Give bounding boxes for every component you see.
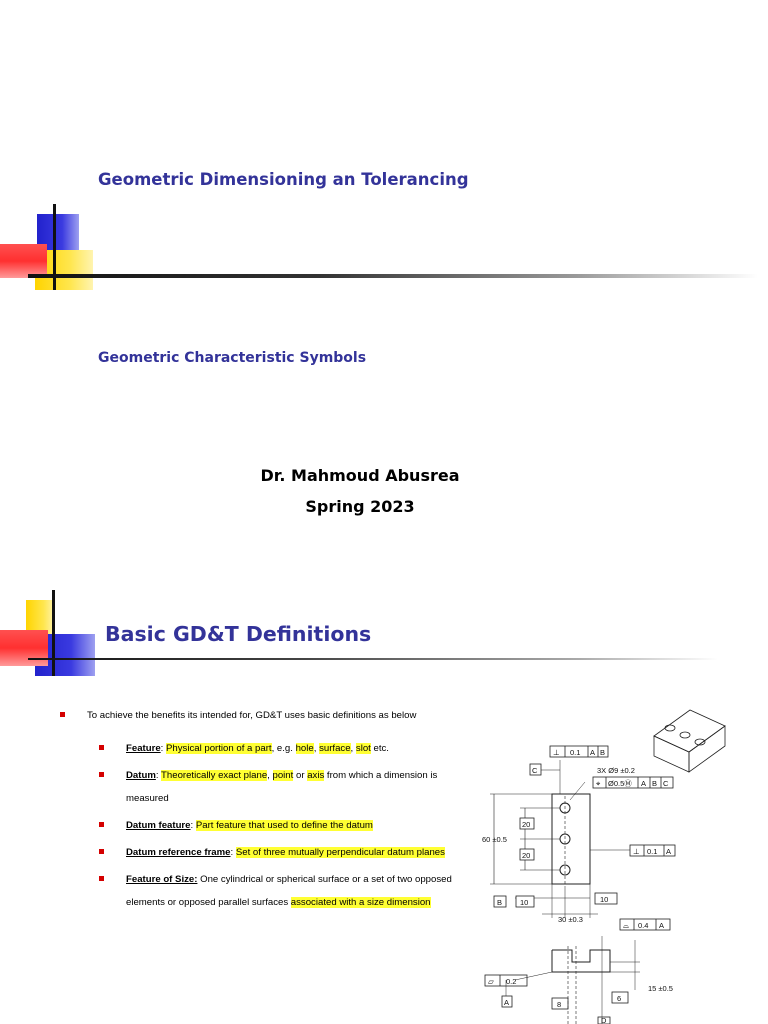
definition-feature-of-size: Feature of Size: One cylindrical or sphe… bbox=[60, 868, 470, 914]
dimension-label: 60 ±0.5 bbox=[482, 835, 507, 844]
intro-text: To achieve the benefits its intended for… bbox=[87, 710, 417, 721]
dimension-label: 20 bbox=[522, 851, 530, 860]
plain-text: One cylindrical or spherical surface or … bbox=[126, 874, 452, 908]
dimension-label: 10 bbox=[520, 898, 528, 907]
datum-label: C bbox=[532, 766, 538, 775]
frame-value: 0.1 bbox=[647, 847, 657, 856]
bullet-marker bbox=[99, 849, 104, 854]
highlight-text: slot bbox=[355, 743, 371, 754]
frame-value: 0.1 bbox=[570, 748, 580, 757]
horizontal-rule bbox=[28, 274, 758, 278]
frame-value: Ø0.5Ⓜ bbox=[608, 779, 632, 788]
highlight-text: hole bbox=[295, 743, 314, 754]
highlight-text: associated with a size dimension bbox=[290, 897, 431, 908]
dimension-label: 15 ±0.5 bbox=[648, 984, 673, 993]
frame-symbol: ⊥ bbox=[633, 847, 640, 856]
frame-value: 0.2 bbox=[506, 977, 516, 986]
term-label: Datum feature bbox=[126, 820, 191, 831]
plain-text: from which a dimension is measured bbox=[126, 770, 438, 804]
bullet-marker bbox=[99, 745, 104, 750]
red-square-deco bbox=[0, 630, 48, 666]
holes-callout: 3X Ø9 ±0.2 bbox=[597, 766, 635, 775]
vertical-rule bbox=[52, 590, 55, 676]
separator: : bbox=[230, 847, 236, 858]
highlight-text: surface bbox=[319, 743, 351, 754]
vertical-rule bbox=[53, 204, 56, 290]
bullet-marker bbox=[99, 772, 104, 777]
separator: : bbox=[155, 770, 162, 781]
definition-datum: Datum: Theoretically exact plane, point … bbox=[60, 764, 470, 810]
horizontal-rule bbox=[28, 658, 718, 660]
separator: : bbox=[160, 743, 166, 754]
definition-list: To achieve the benefits its intended for… bbox=[60, 710, 470, 918]
presentation-title: Geometric Dimensioning an Tolerancing bbox=[98, 170, 469, 189]
gdt-drawing: ⊥ 0.1 A B C 3X Ø9 ±0.2 ⌖ Ø0.5Ⓜ A B C 20 … bbox=[482, 709, 726, 1024]
frame-datum: A bbox=[659, 921, 664, 930]
plain-text: or bbox=[293, 770, 308, 781]
highlight-text: axis bbox=[307, 770, 325, 781]
bullet-marker bbox=[99, 876, 104, 881]
highlight-text: point bbox=[272, 770, 294, 781]
bullet-marker bbox=[60, 712, 65, 717]
author-name: Dr. Mahmoud Abusrea bbox=[260, 466, 460, 485]
frame-symbol: ▱ bbox=[488, 977, 495, 986]
dimension-label: 8 bbox=[557, 1000, 561, 1009]
frame-datum: A bbox=[641, 779, 646, 788]
definition-datum-feature: Datum feature: Part feature that used to… bbox=[60, 814, 470, 837]
plate-view bbox=[490, 760, 630, 918]
list-item: To achieve the benefits its intended for… bbox=[60, 710, 470, 721]
definition-datum-reference-frame: Datum reference frame: Set of three mutu… bbox=[60, 841, 470, 864]
frame-datum: A bbox=[666, 847, 671, 856]
frame-datum: C bbox=[663, 779, 669, 788]
highlight-text: Physical portion of a part bbox=[166, 743, 272, 754]
term-label: Feature bbox=[126, 743, 161, 754]
separator: : bbox=[190, 820, 196, 831]
slide-title: Basic GD&T Definitions bbox=[105, 622, 372, 646]
plain-text: , bbox=[313, 743, 320, 754]
side-view bbox=[505, 936, 640, 1024]
bullet-marker bbox=[99, 822, 104, 827]
term-label: Feature of Size: bbox=[126, 874, 198, 885]
dimension-label: 30 ±0.3 bbox=[558, 915, 583, 924]
frame-symbol: ⊥ bbox=[553, 748, 560, 757]
definition-feature: Feature: Physical portion of a part, e.g… bbox=[60, 737, 470, 760]
isometric-part bbox=[653, 709, 726, 773]
plain-text: , e.g. bbox=[271, 743, 296, 754]
highlight-text: Part feature that used to define the dat… bbox=[195, 820, 373, 831]
red-square-deco bbox=[0, 244, 47, 278]
dimension-label: 6 bbox=[617, 994, 621, 1003]
datum-label: D bbox=[601, 1016, 607, 1024]
plain-text: , bbox=[267, 770, 273, 781]
dimension-label: 20 bbox=[522, 820, 530, 829]
frame-symbol: ⌓ bbox=[623, 921, 630, 930]
term-label: Spring 2023 bbox=[305, 497, 415, 516]
title-slide: Geometric Dimensioning an Tolerancing Ge… bbox=[0, 170, 758, 516]
frame-datum: A bbox=[590, 748, 595, 757]
frame-value: 0.4 bbox=[638, 921, 648, 930]
highlight-text: Theoretically exact plane bbox=[161, 770, 268, 781]
definitions-slide: Basic GD&T Definitions To achieve the be… bbox=[0, 560, 768, 1024]
dimension-label: 10 bbox=[600, 895, 608, 904]
presentation-subtitle: Geometric Characteristic Symbols bbox=[98, 350, 367, 366]
datum-label: B bbox=[497, 898, 502, 907]
term-label: Datum reference frame bbox=[126, 847, 231, 858]
term-label: Datum bbox=[126, 770, 156, 781]
plain-text: etc. bbox=[370, 743, 389, 754]
frame-symbol: ⌖ bbox=[596, 779, 601, 788]
plain-text: , bbox=[350, 743, 356, 754]
frame-datum: B bbox=[652, 779, 657, 788]
highlight-text: Set of three mutually perpendicular datu… bbox=[235, 847, 445, 858]
frame-datum: B bbox=[600, 748, 605, 757]
datum-label: A bbox=[504, 998, 509, 1007]
